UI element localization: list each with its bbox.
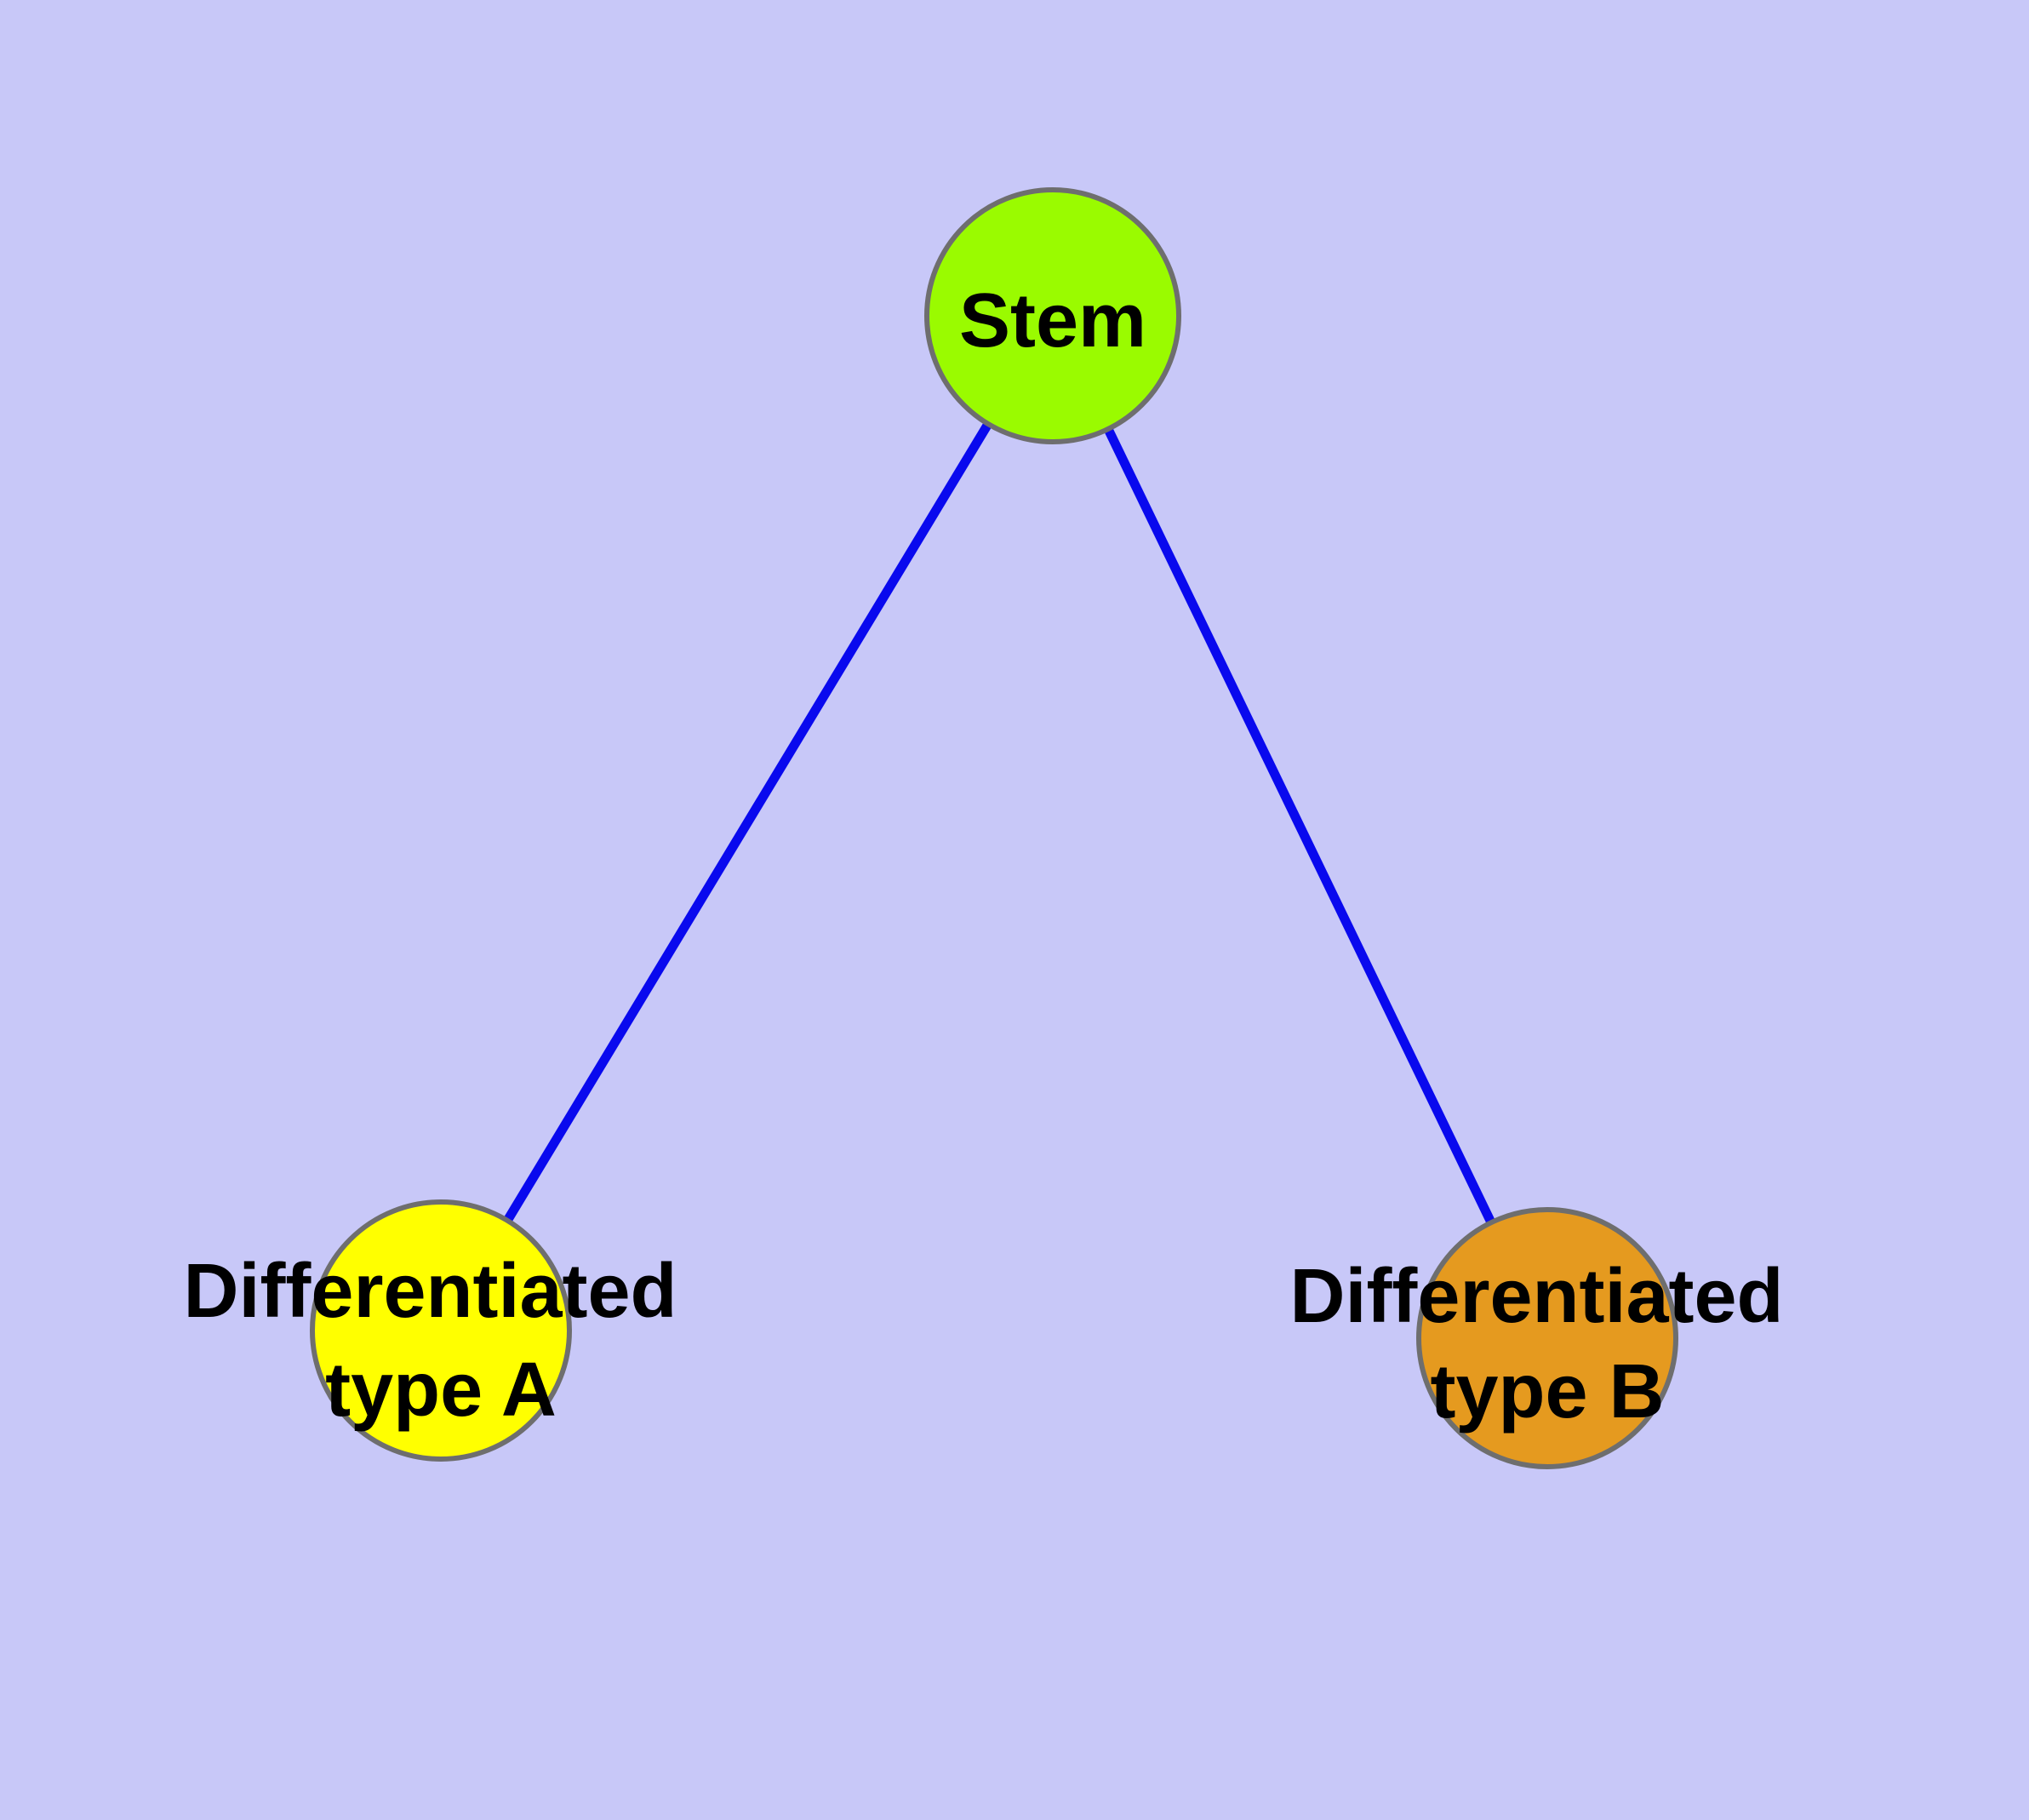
type-a-label-line2: type A xyxy=(325,1348,557,1433)
type-b-node-label: Differentiated type B xyxy=(1289,1254,1804,1434)
edge-stem-to-type-b xyxy=(1104,426,1495,1225)
stem-node-circle xyxy=(924,187,1181,444)
type-a-label-line1: Differentiated xyxy=(183,1249,677,1334)
stem-node-label: Stem xyxy=(959,278,1146,363)
node-stem: Stem xyxy=(924,187,1181,444)
node-differentiated-type-a: Differentiated type A xyxy=(183,1199,698,1462)
edge-stem-to-type-a xyxy=(503,421,992,1223)
type-b-node-circle xyxy=(1416,1207,1678,1469)
node-differentiated-type-b: Differentiated type B xyxy=(1289,1207,1804,1469)
type-a-node-label: Differentiated type A xyxy=(183,1249,698,1433)
type-b-label-line2: type B xyxy=(1430,1349,1664,1434)
type-a-node-circle xyxy=(310,1199,572,1462)
type-b-label-line1: Differentiated xyxy=(1289,1254,1783,1339)
